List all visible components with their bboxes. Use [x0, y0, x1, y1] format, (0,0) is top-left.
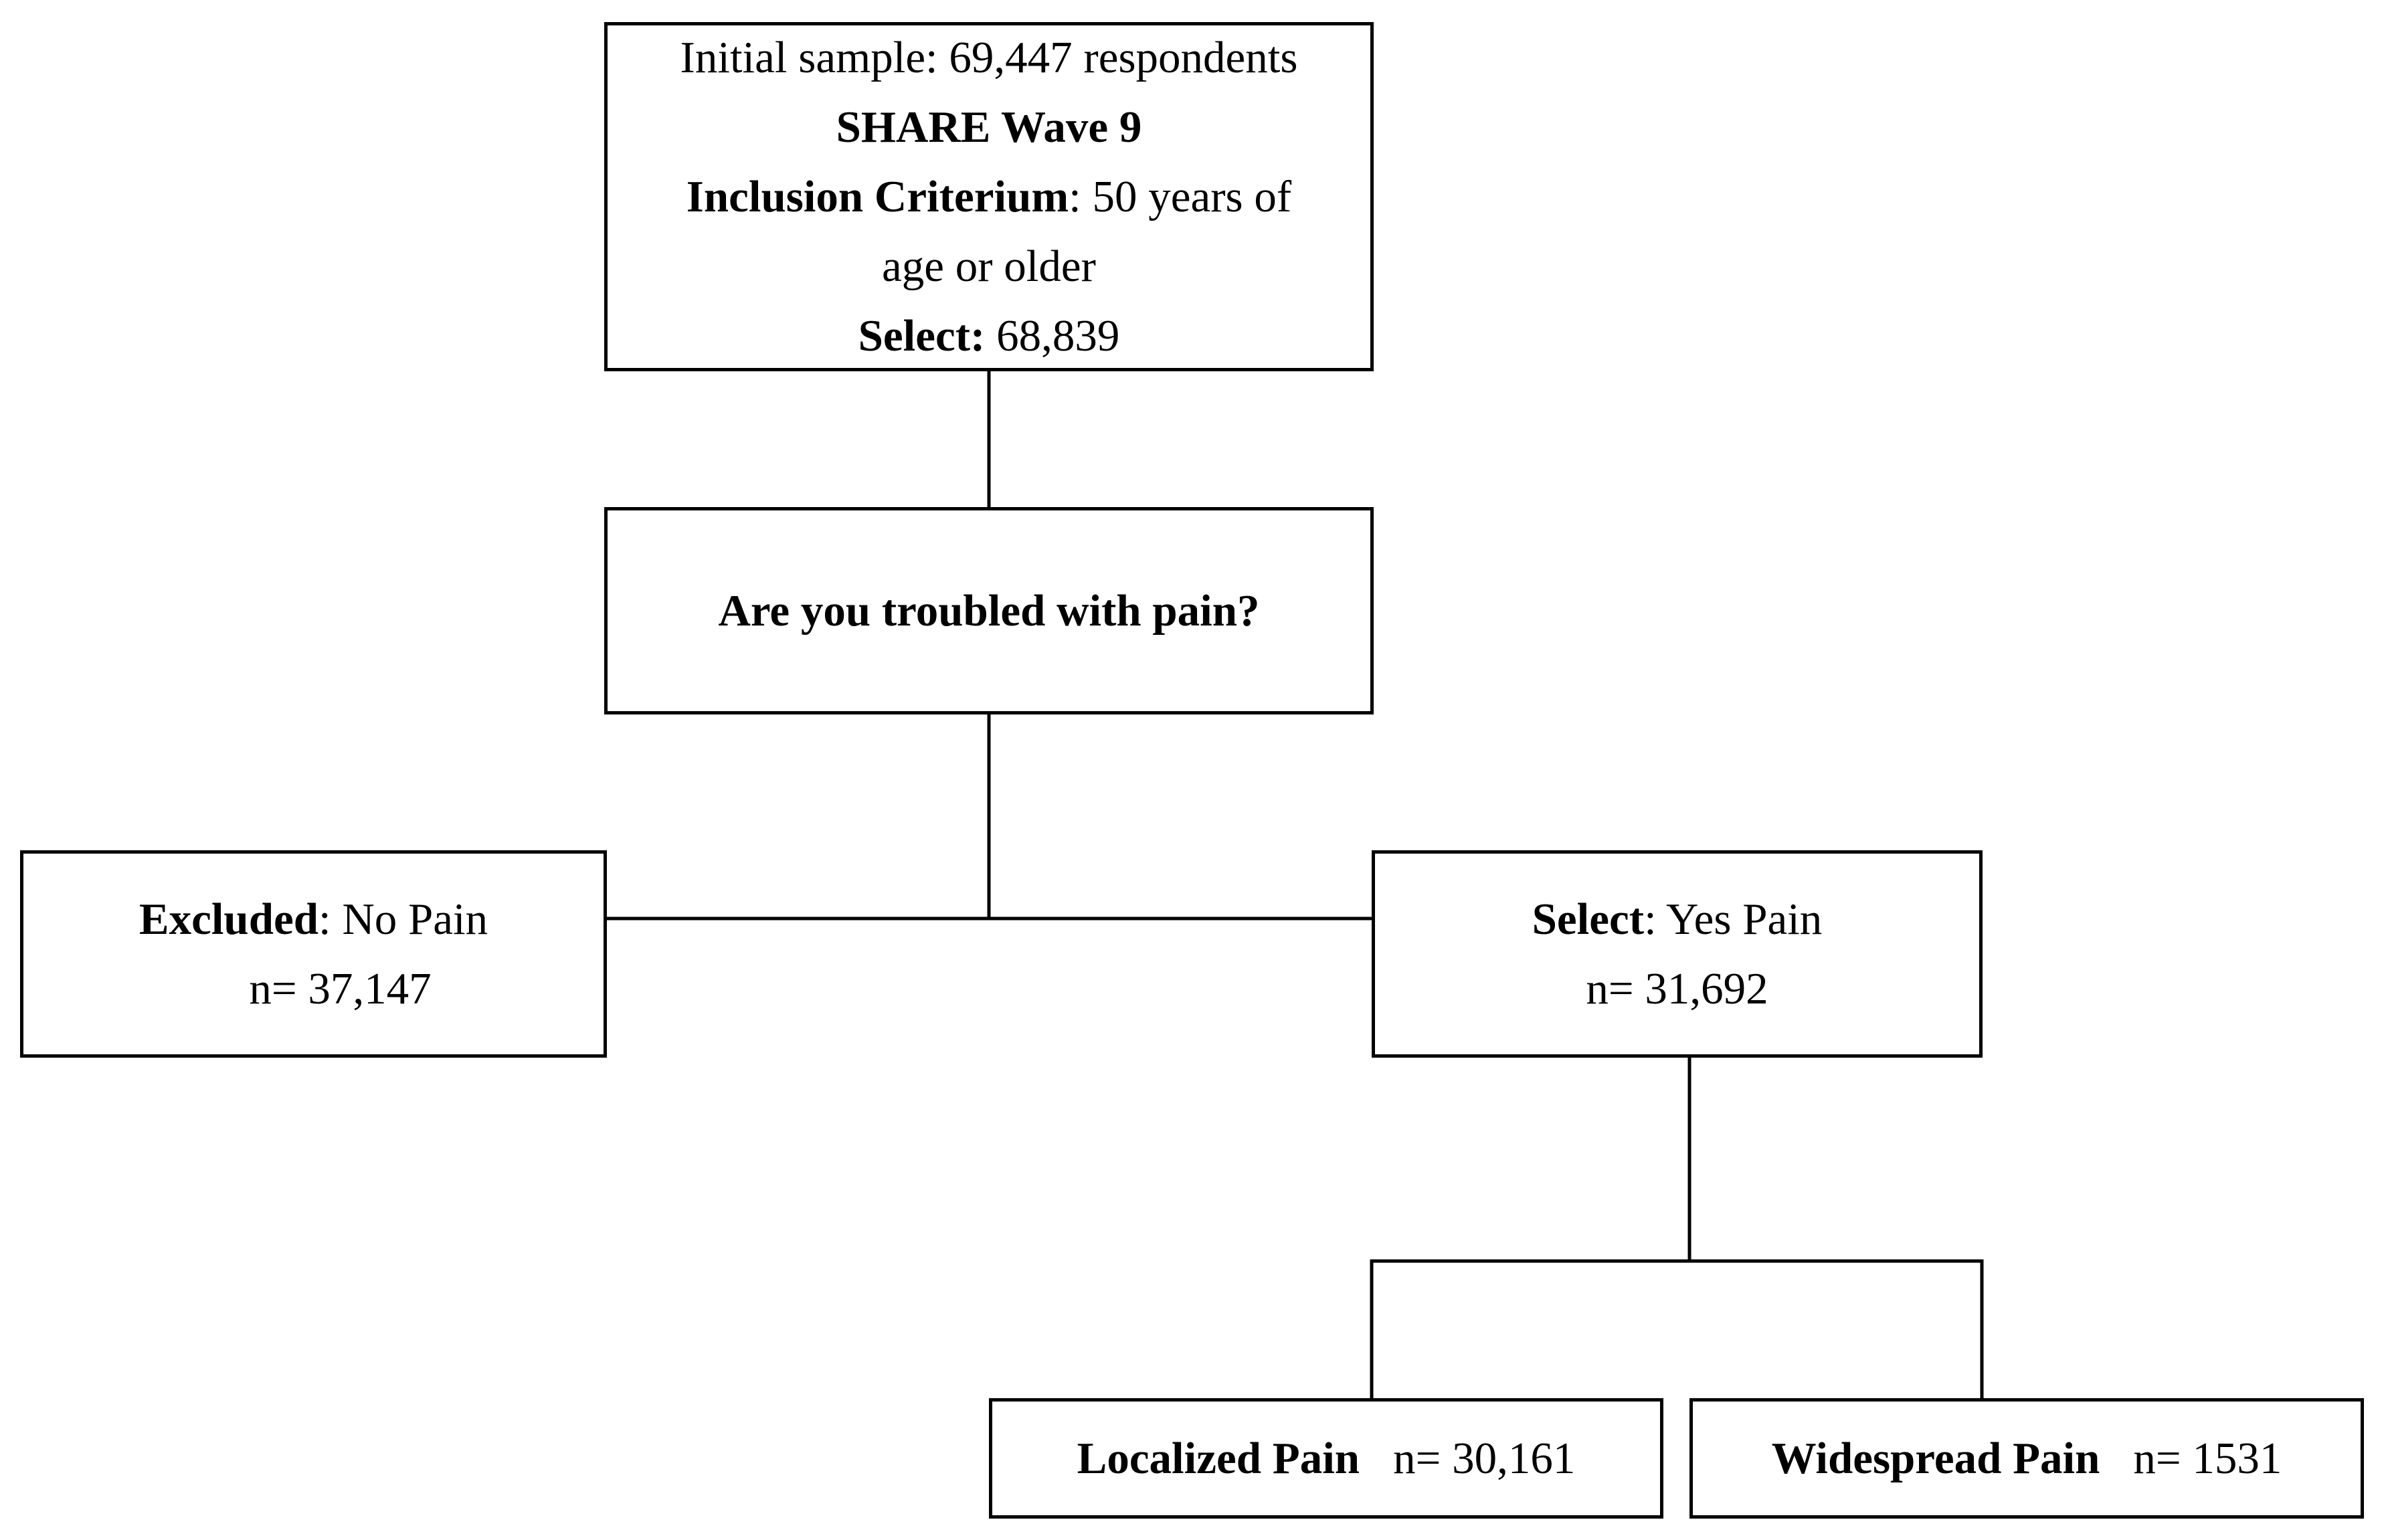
- widespread-pain-count: n= 1531: [2133, 1434, 2282, 1483]
- pain-question-box: Are you troubled with pain?: [604, 507, 1374, 714]
- widespread-pain-label: Widespread Pain: [1771, 1434, 2100, 1483]
- pain-question-text: Are you troubled with pain?: [718, 586, 1260, 636]
- inclusion-criterium-line: Inclusion Criterium: 50 years of: [686, 162, 1291, 231]
- share-wave-label: SHARE Wave 9: [836, 102, 1142, 152]
- localized-pain-label: Localized Pain: [1077, 1434, 1360, 1483]
- excluded-box: Excluded: No Pain n= 37,147: [20, 850, 607, 1058]
- inclusion-criterium-text: : 50 years of: [1069, 172, 1292, 221]
- excluded-label-line: Excluded: No Pain: [139, 884, 488, 954]
- inclusion-criterium-label: Inclusion Criterium: [686, 172, 1069, 221]
- widespread-pain-box: Widespread Pain n= 1531: [1689, 1398, 2364, 1519]
- age-line: age or older: [882, 242, 1096, 291]
- select-count: n= 31,692: [1586, 964, 1768, 1014]
- excluded-label: Excluded: [139, 894, 318, 944]
- initial-select-line: Select: 68,839: [858, 301, 1120, 371]
- select-yes-pain-box: Select: Yes Pain n= 31,692: [1372, 850, 1983, 1058]
- select-label: Select: [1532, 894, 1645, 944]
- localized-pain-count: n= 30,161: [1393, 1434, 1576, 1483]
- initial-select-count: 68,839: [985, 311, 1120, 361]
- share-wave-line: SHARE Wave 9: [836, 92, 1142, 162]
- widespread-pain-row: Widespread Pain n= 1531: [1772, 1424, 2282, 1493]
- initial-select-label: Select:: [858, 311, 986, 361]
- initial-sample-line: Initial sample: 69,447 respondents: [680, 33, 1298, 82]
- select-label-line: Select: Yes Pain: [1532, 884, 1823, 954]
- excluded-reason: : No Pain: [318, 894, 488, 944]
- select-reason: : Yes Pain: [1644, 894, 1823, 944]
- initial-sample-box: Initial sample: 69,447 respondents SHARE…: [604, 22, 1374, 371]
- excluded-count: n= 37,147: [249, 964, 432, 1014]
- localized-pain-row: Localized Pain n= 30,161: [1077, 1424, 1576, 1493]
- localized-pain-box: Localized Pain n= 30,161: [989, 1398, 1663, 1519]
